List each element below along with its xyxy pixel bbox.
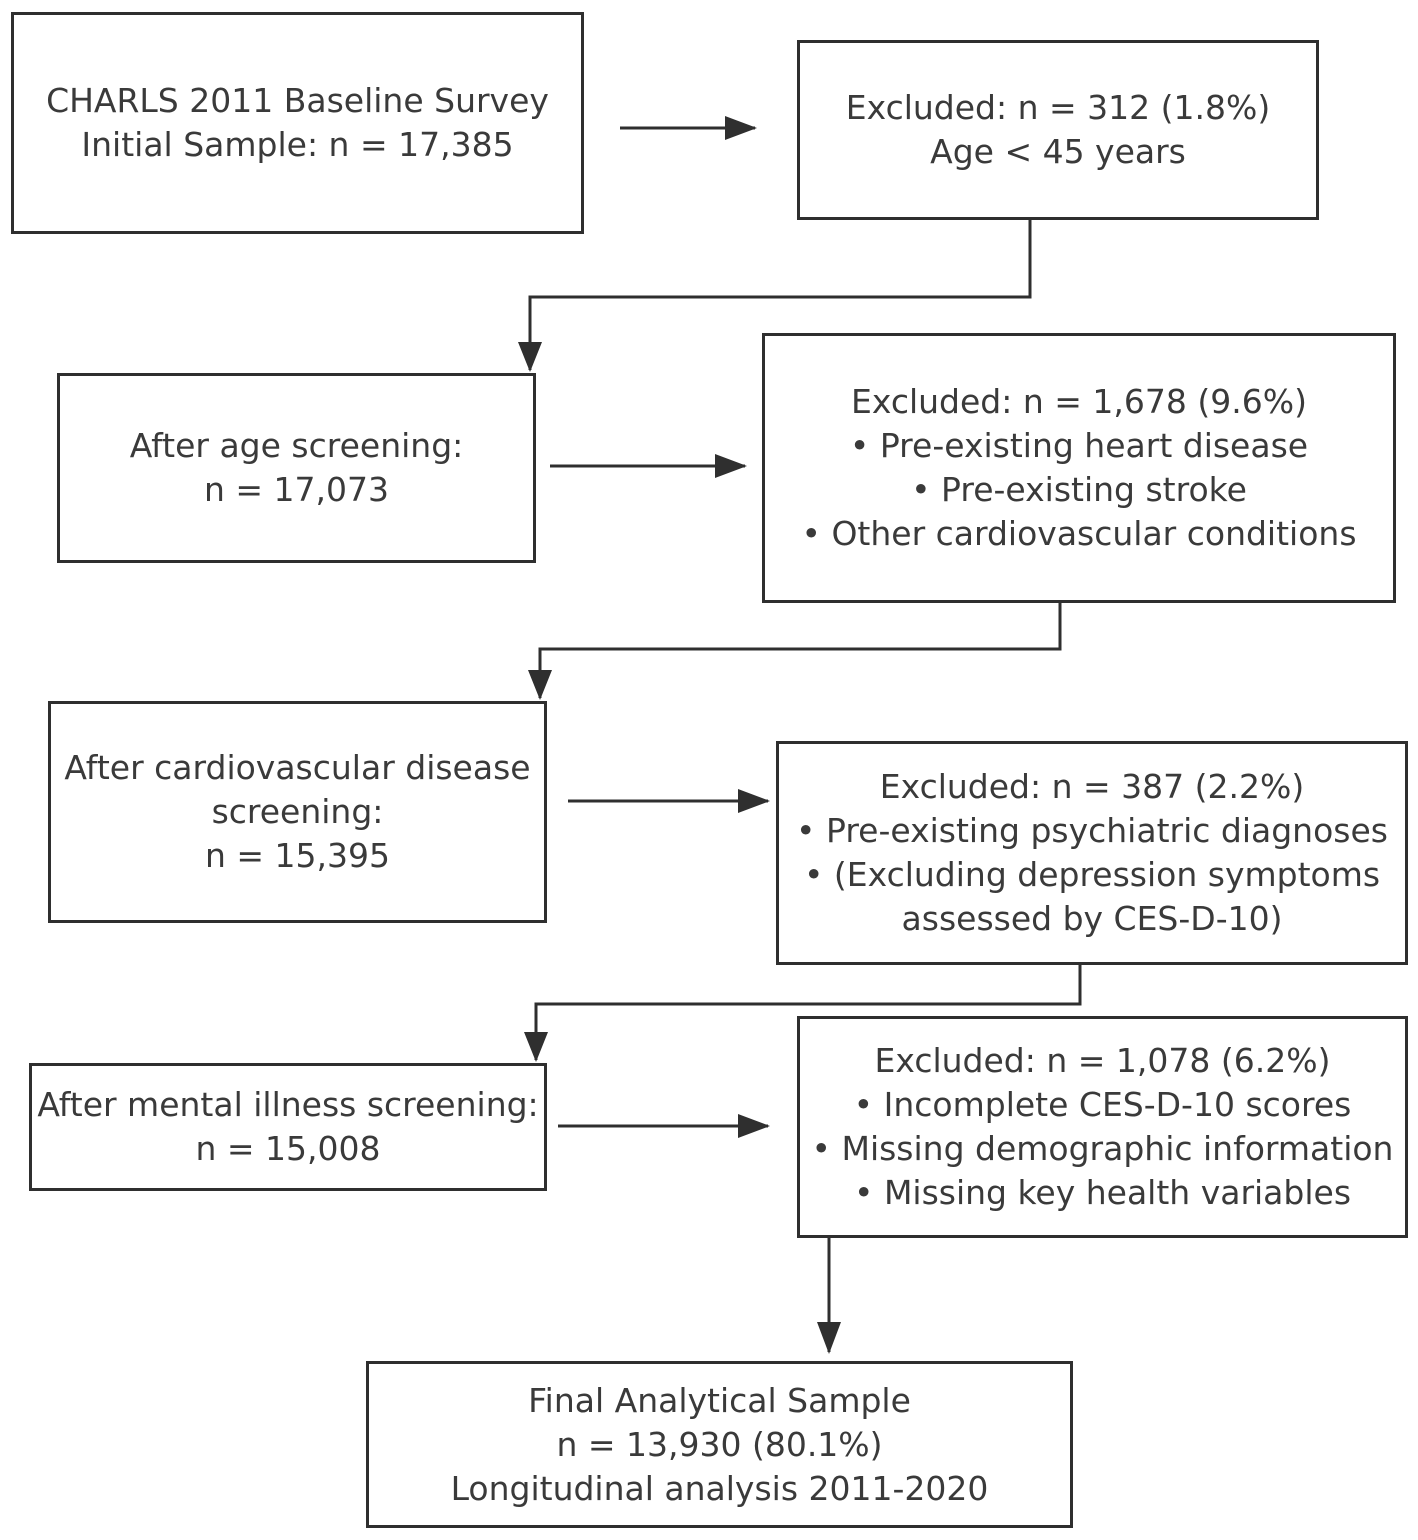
arrowhead-2 (715, 454, 747, 478)
arrowhead-8 (817, 1322, 841, 1354)
age-line-2: n = 17,073 (203, 470, 389, 509)
excl3-line-1: Excluded: n = 387 (2.2%) (879, 767, 1305, 806)
excluded-psychiatric-box: Excluded: n = 387 (2.2%) • Pre-existing … (776, 741, 1408, 965)
arrowhead-7 (524, 1032, 548, 1062)
final-line-2: n = 13,930 (80.1%) (556, 1424, 883, 1464)
excluded-age-box: Excluded: n = 312 (1.8%) Age < 45 years (797, 40, 1319, 220)
excl4-line-4: • Missing key health variables (853, 1173, 1352, 1212)
excl2-line-1: Excluded: n = 1,678 (9.6%) (851, 382, 1307, 421)
arrowhead-4 (738, 1114, 770, 1138)
excl3-line-3: • (Excluding depression symptoms (803, 855, 1381, 894)
excl1-line-1: Excluded: n = 312 (1.8%) (845, 88, 1271, 127)
excl3-line-4: assessed by CES-D-10) (901, 899, 1283, 938)
arrowhead-5 (518, 342, 542, 372)
excl2-line-2: • Pre-existing heart disease (849, 426, 1309, 465)
final-line-3: Longitudinal analysis 2011-2020 (450, 1468, 989, 1508)
mental-line-2: n = 15,008 (195, 1129, 381, 1168)
initial-line-2: Initial Sample: n = 17,385 (81, 125, 514, 164)
excluded-cvd-box: Excluded: n = 1,678 (9.6%) • Pre-existin… (762, 333, 1396, 603)
mental-line-1: After mental illness screening: (37, 1085, 539, 1124)
excl4-line-2: • Incomplete CES-D-10 scores (853, 1085, 1352, 1124)
cvd-line-1: After cardiovascular disease (64, 748, 531, 787)
cvd-screening-box: After cardiovascular disease screening: … (48, 701, 547, 923)
excl1-line-2: Age < 45 years (930, 132, 1186, 171)
age-line-1: After age screening: (129, 426, 464, 465)
initial-line-1: CHARLS 2011 Baseline Survey (46, 81, 549, 120)
excl2-line-3: • Pre-existing stroke (911, 470, 1247, 509)
excl2-line-4: • Other cardiovascular conditions (801, 514, 1357, 553)
elbow-excl1-to-age (528, 218, 1032, 370)
arrowhead-1 (725, 116, 757, 140)
final-line-1: Final Analytical Sample (528, 1380, 911, 1420)
final-sample-box: Final Analytical Sample n = 13,930 (80.1… (366, 1361, 1073, 1528)
arrowhead-3 (738, 789, 770, 813)
excl3-line-2: • Pre-existing psychiatric diagnoses (796, 811, 1388, 850)
arrowhead-6 (528, 670, 552, 700)
initial-sample-box: CHARLS 2011 Baseline Survey Initial Samp… (11, 12, 584, 234)
mental-screening-box: After mental illness screening: n = 15,0… (29, 1063, 547, 1191)
age-screening-box: After age screening: n = 17,073 (57, 373, 536, 563)
excl4-line-1: Excluded: n = 1,078 (6.2%) (874, 1041, 1331, 1080)
cvd-line-3: n = 15,395 (204, 836, 390, 875)
cvd-line-2: screening: (211, 792, 384, 831)
excl4-line-3: • Missing demographic information (811, 1129, 1394, 1168)
elbow-excl2-to-cvd (538, 600, 1062, 698)
excluded-missing-data-box: Excluded: n = 1,078 (6.2%) • Incomplete … (797, 1016, 1408, 1238)
